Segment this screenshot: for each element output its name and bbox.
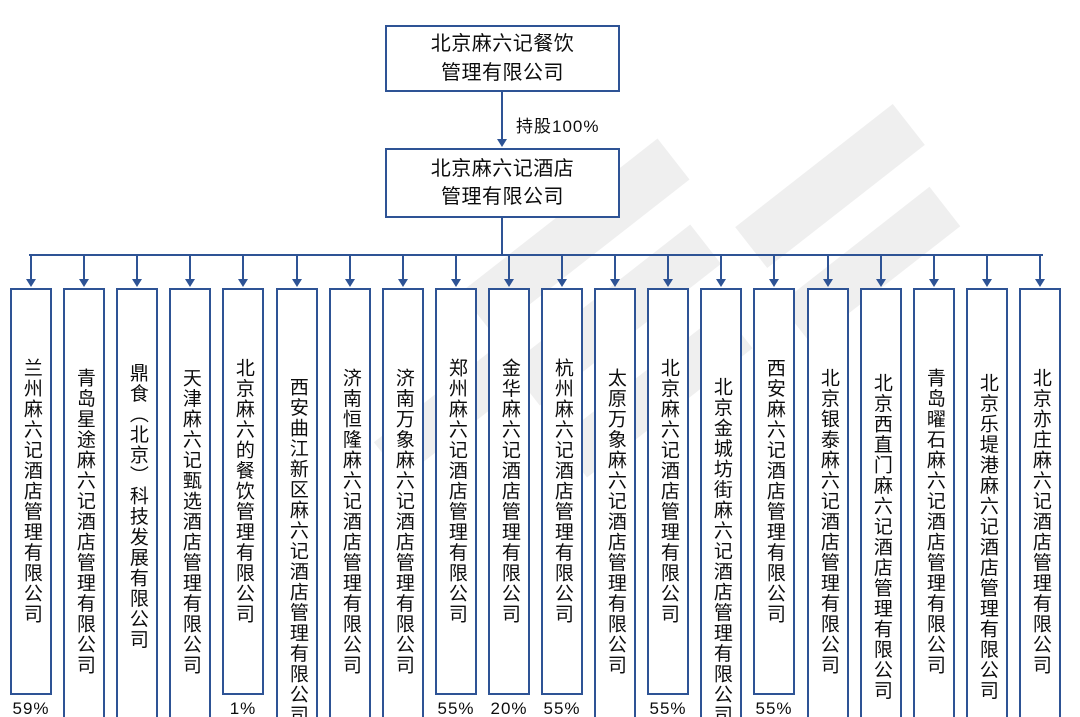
arrow-to-child — [982, 279, 992, 287]
node-subsidiary-label: 兰州麻六记酒店管理有限公司 — [20, 358, 42, 625]
arrow-to-child — [1035, 279, 1045, 287]
node-subsidiary[interactable]: 济南恒隆麻六记酒店管理有限公司 — [329, 288, 371, 717]
connector-bus-to-child — [455, 254, 457, 280]
connector-bus-to-child — [349, 254, 351, 280]
node-subsidiary[interactable]: 北京麻六的餐饮管理有限公司 — [222, 288, 264, 695]
connector-bus-to-child — [933, 254, 935, 280]
node-subsidiary[interactable]: 太原万象麻六记酒店管理有限公司 — [594, 288, 636, 717]
arrow-to-child — [557, 279, 567, 287]
node-root-label: 北京麻六记餐饮 管理有限公司 — [430, 33, 575, 84]
node-subsidiary-label: 青岛曜石麻六记酒店管理有限公司 — [923, 367, 945, 676]
arrow-to-child — [929, 279, 939, 287]
node-subsidiary-label: 郑州麻六记酒店管理有限公司 — [445, 358, 467, 625]
node-subsidiary-label: 西安曲江新区麻六记酒店管理有限公司 — [286, 377, 308, 717]
arrow-to-child — [663, 279, 673, 287]
node-subsidiary[interactable]: 北京麻六记酒店管理有限公司 — [647, 288, 689, 695]
node-parent[interactable]: 北京麻六记酒店 管理有限公司 — [385, 148, 620, 218]
arrow-to-child — [79, 279, 89, 287]
connector-bus-to-child — [827, 254, 829, 280]
ownership-percentage: 55% — [649, 699, 687, 717]
node-subsidiary-label: 北京亦庄麻六记酒店管理有限公司 — [1029, 367, 1051, 676]
node-parent-label: 北京麻六记酒店 管理有限公司 — [430, 157, 575, 208]
connector-bus-to-child — [508, 254, 510, 280]
connector-bus-to-child — [720, 254, 722, 280]
node-subsidiary-label: 北京银泰麻六记酒店管理有限公司 — [817, 367, 839, 676]
ownership-percentage: 55% — [437, 699, 475, 717]
arrow-to-child — [504, 279, 514, 287]
node-subsidiary-label: 北京金城坊街麻六记酒店管理有限公司 — [710, 377, 732, 717]
node-subsidiary-label: 济南万象麻六记酒店管理有限公司 — [392, 367, 414, 676]
arrow-to-child — [823, 279, 833, 287]
arrow-to-child — [345, 279, 355, 287]
node-subsidiary[interactable]: 兰州麻六记酒店管理有限公司 — [10, 288, 52, 695]
node-subsidiary-label: 北京麻六记酒店管理有限公司 — [657, 358, 679, 625]
ownership-percentage: 55% — [755, 699, 793, 717]
arrow-to-child — [610, 279, 620, 287]
node-subsidiary-label: 北京麻六的餐饮管理有限公司 — [232, 358, 254, 625]
node-subsidiary-label: 西安麻六记酒店管理有限公司 — [763, 358, 785, 625]
connector-parent-to-bus — [501, 218, 503, 255]
node-subsidiary-label: 北京西直门麻六记酒店管理有限公司 — [870, 372, 892, 701]
node-subsidiary-label: 杭州麻六记酒店管理有限公司 — [551, 358, 573, 625]
ownership-percentage: 20% — [490, 699, 528, 717]
node-subsidiary[interactable]: 北京西直门麻六记酒店管理有限公司 — [860, 288, 902, 717]
node-subsidiary[interactable]: 北京银泰麻六记酒店管理有限公司 — [807, 288, 849, 717]
node-subsidiary[interactable]: 天津麻六记甄选酒店管理有限公司 — [169, 288, 211, 717]
connector-bus-to-child — [880, 254, 882, 280]
arrow-to-child — [769, 279, 779, 287]
node-subsidiary-label: 鼎食（北京）科技发展有限公司 — [126, 363, 148, 650]
connector-bus-to-child — [986, 254, 988, 280]
arrow-to-child — [292, 279, 302, 287]
node-subsidiary[interactable]: 北京亦庄麻六记酒店管理有限公司 — [1019, 288, 1061, 717]
node-subsidiary[interactable]: 金华麻六记酒店管理有限公司 — [488, 288, 530, 695]
node-subsidiary[interactable]: 北京金城坊街麻六记酒店管理有限公司 — [700, 288, 742, 717]
node-subsidiary[interactable]: 郑州麻六记酒店管理有限公司 — [435, 288, 477, 695]
connector-bus-to-child — [773, 254, 775, 280]
ownership-percentage: 59% — [12, 699, 50, 717]
node-root[interactable]: 北京麻六记餐饮 管理有限公司 — [385, 25, 620, 92]
node-subsidiary[interactable]: 杭州麻六记酒店管理有限公司 — [541, 288, 583, 695]
node-subsidiary-label: 金华麻六记酒店管理有限公司 — [498, 358, 520, 625]
edge-label-holding: 持股100% — [516, 117, 600, 136]
ownership-percentage: 55% — [543, 699, 581, 717]
arrow-to-child — [876, 279, 886, 287]
arrow-root-to-parent — [497, 139, 507, 147]
node-subsidiary[interactable]: 西安麻六记酒店管理有限公司 — [753, 288, 795, 695]
arrow-to-child — [716, 279, 726, 287]
connector-bus-to-child — [83, 254, 85, 280]
node-subsidiary[interactable]: 北京乐堤港麻六记酒店管理有限公司 — [966, 288, 1008, 717]
arrow-to-child — [132, 279, 142, 287]
node-subsidiary[interactable]: 西安曲江新区麻六记酒店管理有限公司 — [276, 288, 318, 717]
ownership-percentage: 1% — [229, 699, 257, 717]
connector-bus-to-child — [667, 254, 669, 280]
connector-bus-to-child — [189, 254, 191, 280]
connector-horizontal-bus — [29, 254, 1043, 256]
connector-bus-to-child — [242, 254, 244, 280]
node-subsidiary[interactable]: 鼎食（北京）科技发展有限公司 — [116, 288, 158, 717]
node-subsidiary-label: 太原万象麻六记酒店管理有限公司 — [604, 367, 626, 676]
arrow-to-child — [398, 279, 408, 287]
node-subsidiary-label: 济南恒隆麻六记酒店管理有限公司 — [339, 367, 361, 676]
node-subsidiary[interactable]: 青岛星途麻六记酒店管理有限公司 — [63, 288, 105, 717]
node-subsidiary-label: 青岛星途麻六记酒店管理有限公司 — [73, 367, 95, 676]
connector-bus-to-child — [1039, 254, 1041, 280]
arrow-to-child — [185, 279, 195, 287]
arrow-to-child — [238, 279, 248, 287]
connector-bus-to-child — [296, 254, 298, 280]
connector-bus-to-child — [561, 254, 563, 280]
node-subsidiary-label: 北京乐堤港麻六记酒店管理有限公司 — [976, 372, 998, 701]
node-subsidiary-label: 天津麻六记甄选酒店管理有限公司 — [179, 367, 201, 676]
arrow-to-child — [26, 279, 36, 287]
node-subsidiary[interactable]: 青岛曜石麻六记酒店管理有限公司 — [913, 288, 955, 717]
connector-bus-to-child — [402, 254, 404, 280]
connector-bus-to-child — [30, 254, 32, 280]
connector-bus-to-child — [136, 254, 138, 280]
node-subsidiary[interactable]: 济南万象麻六记酒店管理有限公司 — [382, 288, 424, 717]
arrow-to-child — [451, 279, 461, 287]
connector-root-to-parent — [501, 92, 503, 140]
connector-bus-to-child — [614, 254, 616, 280]
